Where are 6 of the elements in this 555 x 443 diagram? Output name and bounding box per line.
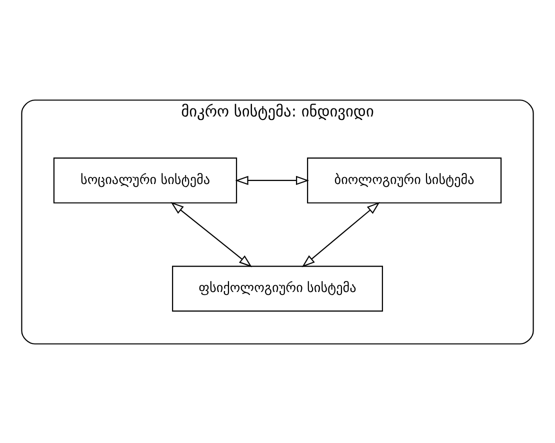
node-box: ფსიქოლოგიური სისტემა [172, 265, 383, 312]
node-box: სოციალური სისტემა [53, 157, 238, 203]
node-box: ბიოლოგიური სისტემა [307, 157, 502, 203]
arrow [302, 201, 380, 267]
arrow [170, 201, 252, 267]
arrow [235, 175, 310, 185]
